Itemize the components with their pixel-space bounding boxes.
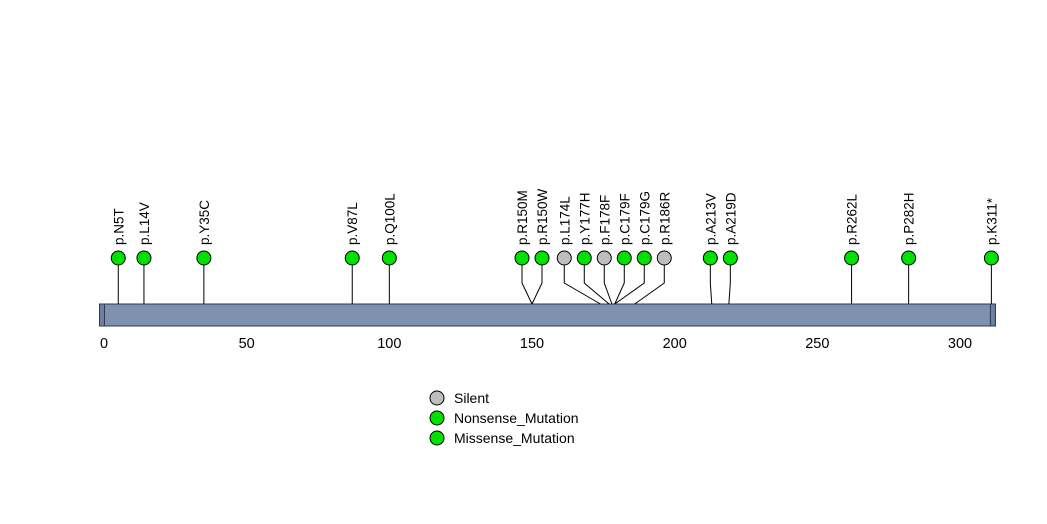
lollipop-p-r262l: p.R262L	[844, 193, 860, 304]
lollipop-p-n5t: p.N5T	[110, 208, 126, 304]
legend-marker-icon	[429, 410, 445, 426]
lollipop-p-l14v: p.L14V	[136, 202, 152, 304]
mutation-stem	[614, 265, 625, 305]
mutation-label: p.F178F	[597, 195, 612, 245]
lollipop-p-l174l: p.L174L	[556, 196, 601, 305]
legend-label: Missense_Mutation	[454, 430, 575, 446]
legend-item-missense-mutation: Missense_Mutation	[429, 430, 575, 446]
mutation-marker	[983, 250, 999, 266]
lollipop-p-a219d: p.A219D	[722, 192, 738, 305]
mutation-marker	[136, 250, 152, 266]
mutation-label: p.Q100L	[382, 193, 397, 245]
mutation-stem	[583, 265, 610, 305]
mutation-label: p.K311*	[984, 197, 999, 245]
x-axis-tick-label: 300	[948, 336, 972, 352]
x-axis-tick-label: 200	[663, 336, 687, 352]
x-axis: 0 50 100 150 200 250 300	[100, 336, 972, 352]
mutation-marker	[901, 250, 917, 266]
mutation-marker	[556, 250, 572, 266]
x-axis-tick-label: 150	[520, 336, 544, 352]
lollipop-p-c179f: p.C179F	[614, 193, 632, 305]
mutation-label: p.R262L	[845, 193, 860, 245]
legend-label: Nonsense_Mutation	[454, 410, 579, 426]
x-axis-tick-label: 50	[239, 336, 255, 352]
mutation-stem	[521, 265, 533, 305]
mutation-marker	[616, 250, 632, 266]
mutation-stem	[728, 265, 731, 305]
mutation-label: p.L14V	[137, 202, 152, 245]
mutation-label: p.P282H	[902, 192, 917, 245]
lollipop-p-y35c: p.Y35C	[196, 200, 212, 304]
mutation-label: p.C179G	[637, 191, 652, 245]
mutation-label: p.N5T	[111, 208, 126, 245]
mutation-stem	[531, 265, 543, 305]
mutation-marker	[702, 250, 718, 266]
mutation-marker	[196, 250, 212, 266]
x-axis-tick-label: 100	[377, 336, 401, 352]
mutation-label: p.A213V	[703, 193, 718, 245]
lollipop-p-p282h: p.P282H	[901, 192, 917, 304]
mutation-label: p.C179F	[617, 193, 632, 245]
backbone-left-cap	[99, 303, 105, 327]
x-axis-tick-label: 0	[100, 336, 108, 352]
lollipop-p-r186r: p.R186R	[634, 191, 672, 305]
lollipop-p-k311: p.K311*	[983, 197, 999, 304]
lollipop-p-r150w: p.R150W	[531, 188, 550, 305]
mutation-label: p.R150M	[515, 190, 530, 245]
legend-marker-icon	[429, 430, 445, 446]
mutation-marker	[722, 250, 738, 266]
mutation-stem	[634, 265, 665, 305]
lollipop-p-v87l: p.V87L	[344, 202, 360, 304]
lollipop-p-q100l: p.Q100L	[381, 193, 397, 304]
mutation-label: p.L174L	[557, 196, 572, 245]
legend-item-silent: Silent	[429, 390, 489, 406]
lollipop-p-r150m: p.R150M	[514, 190, 533, 305]
mutation-stem	[563, 265, 601, 305]
mutation-marker	[596, 250, 612, 266]
legend-item-nonsense-mutation: Nonsense_Mutation	[429, 410, 579, 426]
mutation-label: p.R186R	[657, 191, 672, 245]
lollipop-p-a213v: p.A213V	[702, 193, 718, 305]
x-axis-tick-label: 250	[805, 336, 829, 352]
legend-label: Silent	[454, 390, 489, 406]
mutation-stem	[614, 265, 645, 305]
protein-backbone-bar	[99, 303, 996, 327]
mutation-marker	[576, 250, 592, 266]
mutation-marker	[844, 250, 860, 266]
mutation-marker	[110, 250, 126, 266]
lollipop-p-y177h: p.Y177H	[576, 192, 610, 305]
legend-marker-icon	[429, 390, 445, 406]
mutation-marker	[656, 250, 672, 266]
mutation-label: p.A219D	[723, 192, 738, 245]
mutation-marker	[636, 250, 652, 266]
mutation-label: p.Y177H	[577, 192, 592, 245]
mutation-marker	[514, 250, 530, 266]
mutation-marker	[381, 250, 397, 266]
mutation-marker	[344, 250, 360, 266]
mutation-stem	[603, 265, 613, 305]
mutation-stem	[709, 265, 713, 305]
mutation-label: p.R150W	[535, 188, 550, 245]
lollipop-p-f178f: p.F178F	[596, 195, 613, 305]
backbone-right-cap	[989, 303, 996, 327]
mutation-label: p.V87L	[345, 202, 360, 245]
mutation-label: p.Y35C	[197, 200, 212, 245]
mutation-marker	[534, 250, 550, 266]
lollipop-p-c179g: p.C179G	[614, 191, 652, 305]
